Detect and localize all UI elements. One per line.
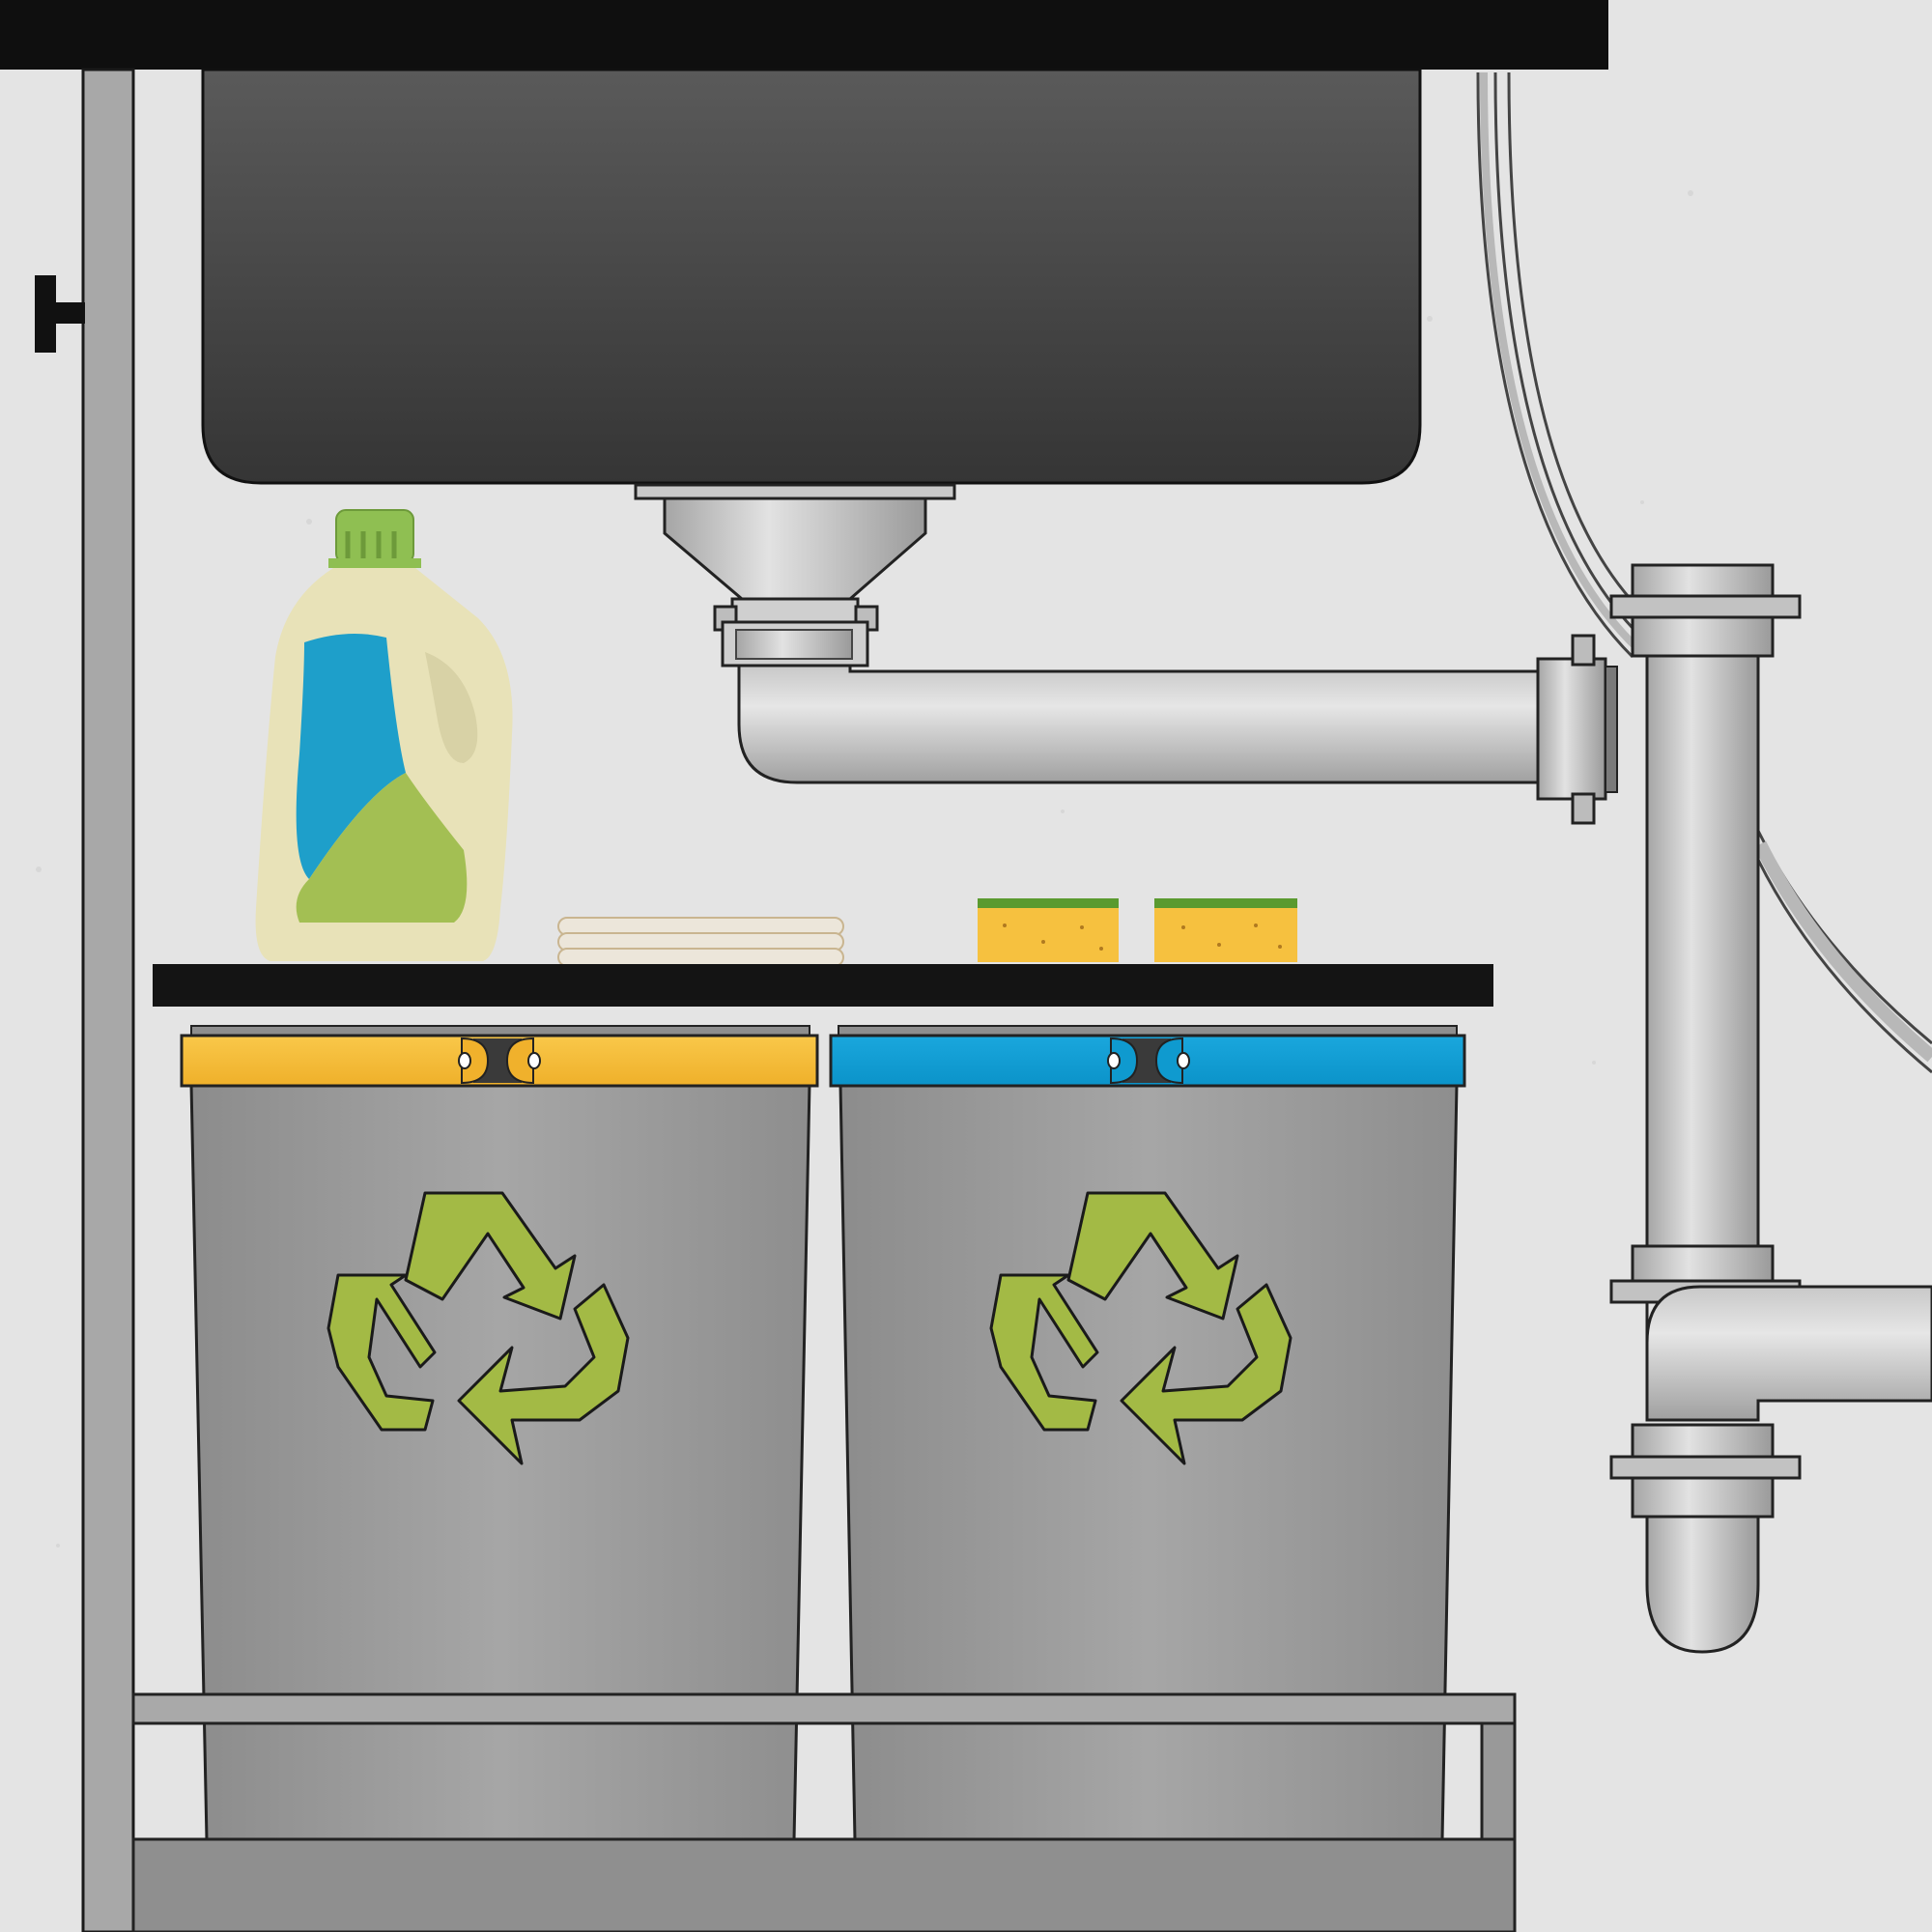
countertop	[0, 0, 1608, 70]
sink-basin	[201, 68, 1422, 485]
bottle-label-green	[296, 773, 468, 923]
p-trap	[1609, 1285, 1932, 1654]
sink-drain	[634, 483, 956, 668]
bottle-label-blue	[296, 634, 406, 879]
sponge-right	[1154, 898, 1297, 962]
folded-cloths	[557, 917, 844, 967]
cabinet-handle-icon[interactable]	[35, 275, 85, 353]
shelf	[153, 964, 1493, 1007]
recycling-bin-blue[interactable]	[829, 1025, 1466, 1842]
cabinet-frame-post	[81, 68, 135, 1932]
pipe-coupling	[1536, 634, 1618, 825]
sponge-left	[978, 898, 1119, 962]
pullout-rail[interactable]	[131, 1692, 1517, 1932]
recycling-bin-yellow[interactable]	[180, 1025, 819, 1842]
detergent-bottle	[255, 509, 513, 961]
drain-pipe-vertical	[1609, 563, 1802, 1304]
drain-pipe-horizontal	[737, 664, 1548, 784]
